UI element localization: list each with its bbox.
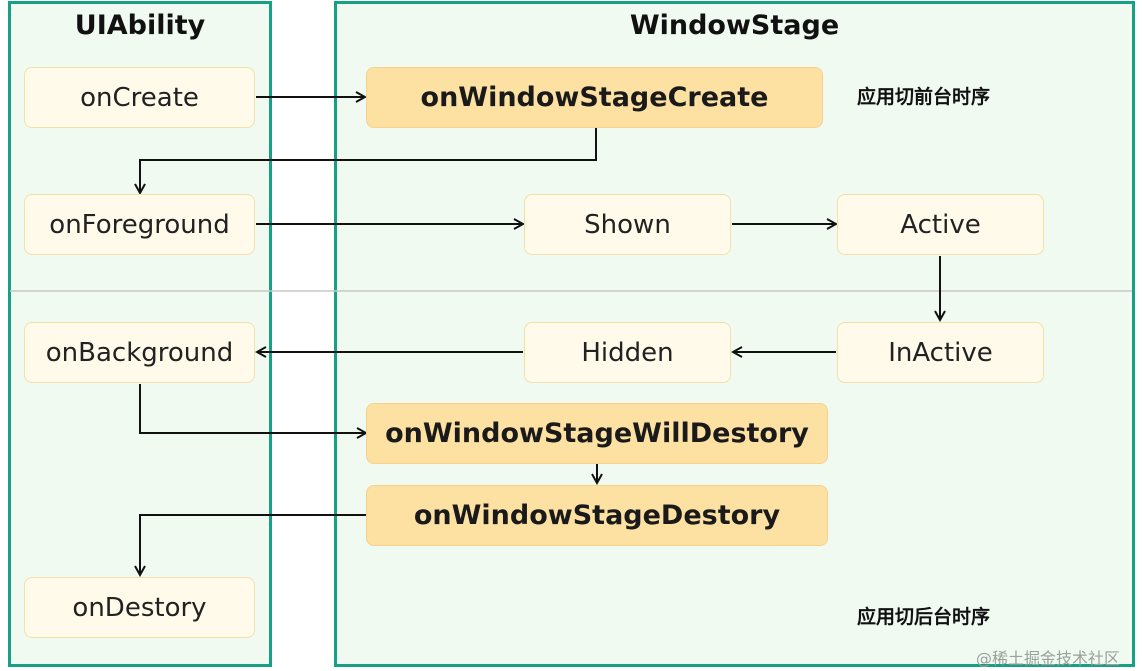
onwindowstagewilldestory-box: onWindowStageWillDestory <box>366 403 828 464</box>
onbackground-box: onBackground <box>24 322 255 383</box>
uiability-title: UIAbility <box>74 10 206 41</box>
foreground-sequence-note: 应用切前台时序 <box>857 86 991 108</box>
hidden-box: Hidden <box>524 322 731 383</box>
shown-box: Shown <box>524 194 731 255</box>
arrow-windowstagecreate-to-onforeground <box>140 128 597 193</box>
onforeground-box: onForeground <box>24 194 255 255</box>
oncreate-box: onCreate <box>24 67 255 128</box>
arrow-destory-to-ondestory <box>140 514 366 575</box>
onwindowstagecreate-box: onWindowStageCreate <box>366 67 823 128</box>
arrow-onbackground-to-willdestory <box>139 384 366 433</box>
watermark: @稀土掘金技术社区 <box>976 649 1121 668</box>
windowstage-title: WindowStage <box>629 10 840 41</box>
inactive-box: InActive <box>837 322 1044 383</box>
onwindowstagedestory-box: onWindowStageDestory <box>366 485 828 546</box>
background-sequence-note: 应用切后台时序 <box>857 606 991 628</box>
active-box: Active <box>837 194 1044 255</box>
ondestory-box: onDestory <box>24 577 255 638</box>
